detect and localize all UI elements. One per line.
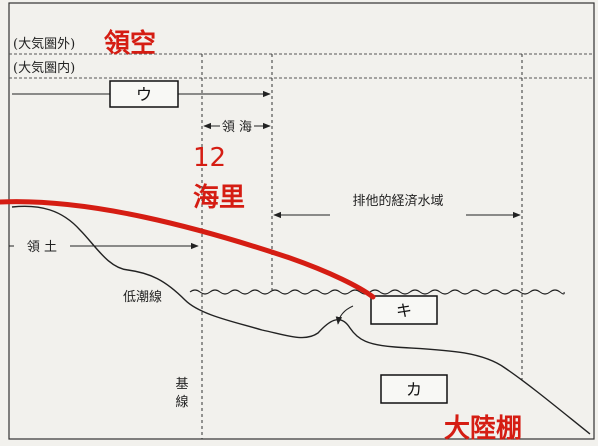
answer-box-ka	[380, 374, 448, 404]
inner-atmosphere-label: (大気圏内)	[13, 60, 75, 76]
continental-shelf-annotation: 大陸棚	[444, 414, 522, 442]
hump-arrow	[335, 305, 354, 325]
answer-box-u-label: ウ	[136, 85, 152, 104]
atmosphere-separators	[9, 53, 594, 79]
diagram-frame	[8, 2, 595, 440]
answer-box-u	[109, 80, 179, 108]
territorial-sea-label: 領 海	[222, 119, 252, 135]
airspace-annotation: 領空	[104, 28, 156, 59]
zone-boundaries	[201, 54, 523, 439]
answer-box-ki-label: キ	[396, 301, 412, 320]
annotation-curve	[0, 199, 376, 300]
distance-number-annotation: 12	[193, 143, 226, 173]
baseline-label-char2: 線	[175, 394, 188, 410]
territory-label: 領 土	[27, 239, 57, 255]
answer-box-ki	[370, 295, 438, 325]
answer-box-ka-label: カ	[406, 380, 422, 399]
seabed-profile	[11, 205, 591, 435]
eez-label: 排他的経済水域	[352, 193, 443, 209]
sea-surface-line	[189, 289, 565, 295]
outer-atmosphere-label: (大気圏外)	[13, 36, 75, 52]
low-tide-line-label: 低潮線	[123, 289, 162, 305]
baseline-label-char1: 基	[175, 377, 188, 392]
distance-unit-annotation: 海里	[193, 183, 245, 213]
